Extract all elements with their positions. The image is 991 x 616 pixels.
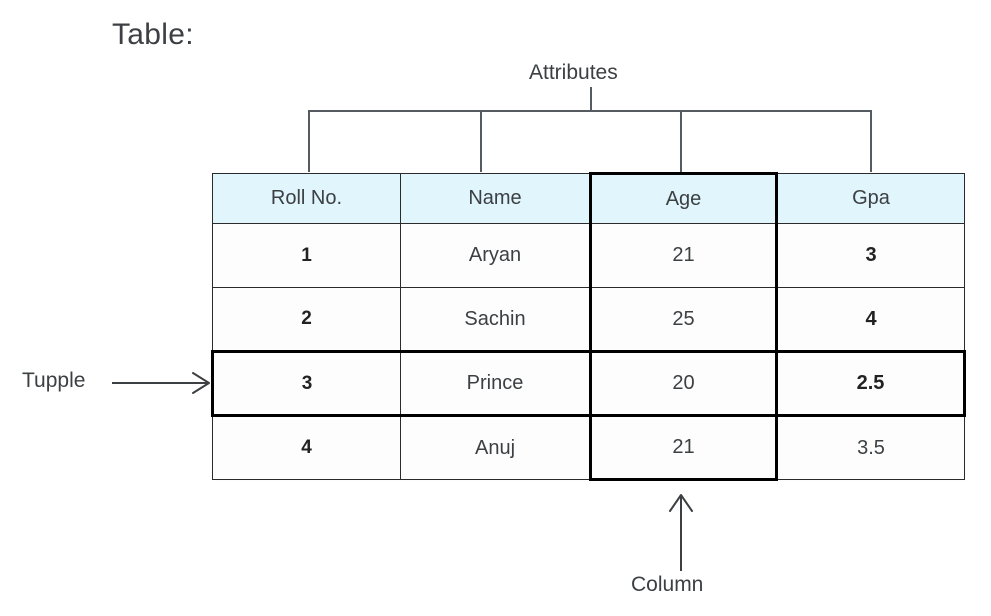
cell-roll-no: 4: [212, 415, 401, 480]
table-row: 1 Aryan 21 3: [212, 223, 965, 288]
cell-gpa: 2.5: [776, 350, 966, 417]
cell-age: 25: [589, 287, 778, 352]
column-header-roll-no: Roll No.: [212, 173, 401, 224]
cell-roll-no: 2: [212, 287, 401, 352]
database-table: Roll No. Name Age Gpa 1 Aryan 21 3 2 Sac…: [211, 172, 966, 481]
table-row: 2 Sachin 25 4: [212, 287, 965, 352]
cell-name: Aryan: [400, 223, 591, 288]
cell-gpa: 3: [776, 223, 965, 288]
cell-name: Anuj: [400, 415, 591, 480]
cell-name: Prince: [400, 350, 591, 417]
column-label: Column: [631, 573, 704, 596]
table-header-row: Roll No. Name Age Gpa: [212, 172, 965, 224]
tupple-label: Tupple: [22, 369, 86, 392]
page-title: Table:: [112, 18, 194, 51]
cell-roll-no: 1: [212, 223, 401, 288]
cell-age: 21: [589, 415, 778, 481]
cell-age: 20: [589, 350, 778, 417]
table-row-highlighted: 3 Prince 20 2.5: [211, 350, 966, 417]
cell-age: 21: [589, 223, 778, 288]
column-header-gpa: Gpa: [776, 173, 965, 224]
cell-roll-no: 3: [211, 350, 401, 417]
cell-name: Sachin: [400, 287, 591, 352]
attributes-label: Attributes: [529, 61, 618, 84]
column-header-name: Name: [400, 173, 591, 224]
cell-gpa: 4: [776, 287, 965, 352]
column-header-age: Age: [589, 172, 778, 224]
cell-gpa: 3.5: [776, 415, 965, 480]
table-row: 4 Anuj 21 3.5: [212, 415, 965, 481]
